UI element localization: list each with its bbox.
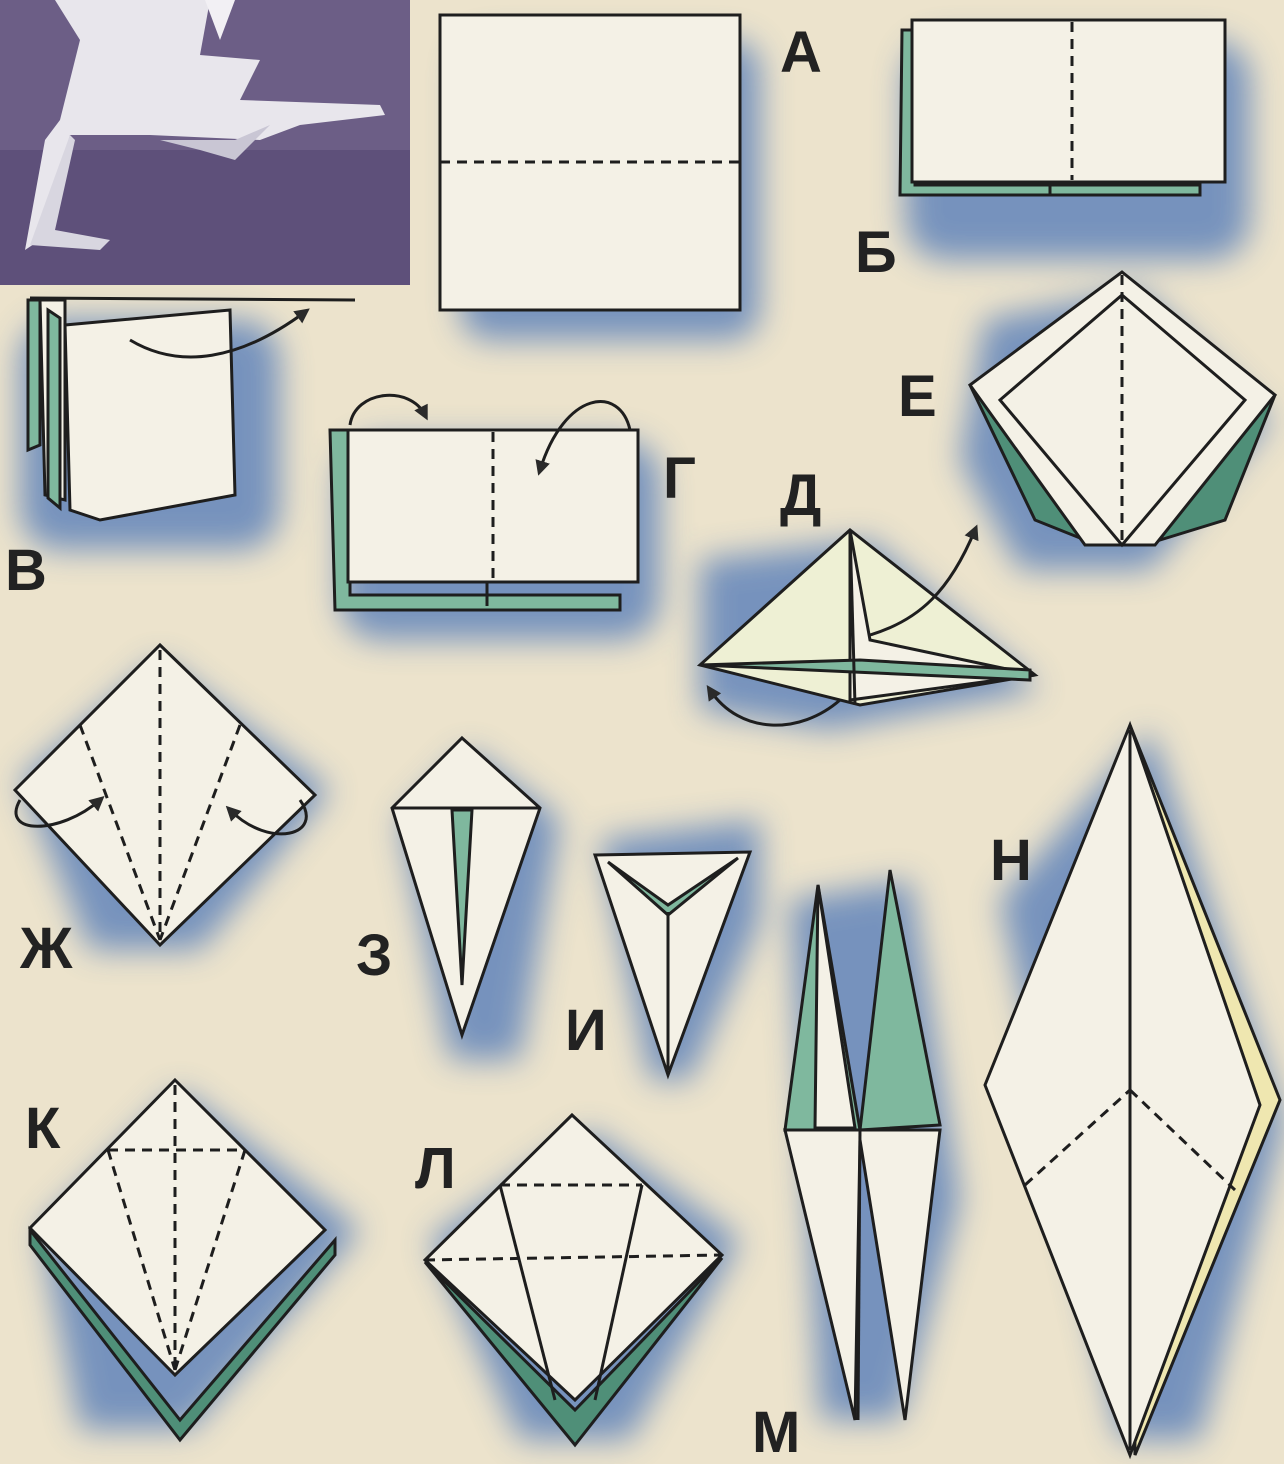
step-label-l: Л xyxy=(415,1136,456,1201)
step-label-d: Д xyxy=(780,463,821,528)
step-label-m: М xyxy=(752,1400,800,1464)
step-label-k: К xyxy=(25,1096,61,1161)
step-label-n: Н xyxy=(990,828,1032,893)
step-label-v: В xyxy=(5,538,47,603)
origami-photo xyxy=(0,0,410,285)
step-label-e: Е xyxy=(898,364,937,429)
step-label-a: А xyxy=(780,20,822,85)
step-label-i: И xyxy=(565,998,607,1063)
step-label-b: Б xyxy=(855,220,897,285)
step-b-diagram xyxy=(900,20,1225,195)
step-label-g: Г xyxy=(663,446,696,511)
step-label-z: З xyxy=(356,923,392,988)
step-label-zh: Ж xyxy=(19,916,73,981)
step-a-diagram xyxy=(440,15,740,310)
